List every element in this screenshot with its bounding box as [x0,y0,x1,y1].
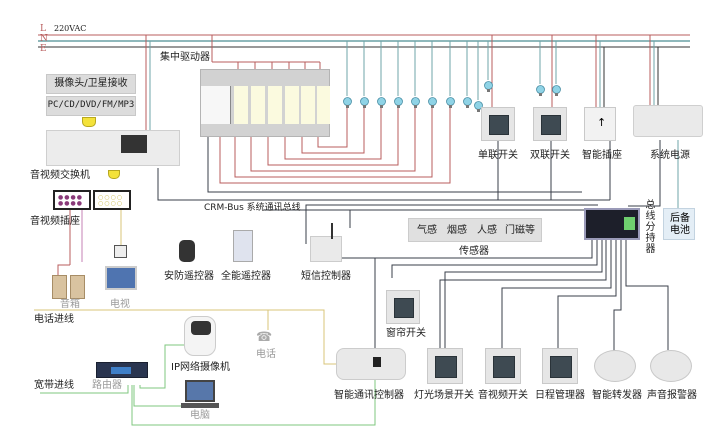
source-media: PC/CD/DVD/FM/MP3 [46,96,136,116]
sensor-door: 门磁等 [505,225,535,236]
central-driver-label: 集中驱动器 [160,52,210,63]
ip-camera-label: IP网络摄像机 [171,362,230,373]
av-socket-purple: ●●●●●●●● [53,190,91,210]
light-bulb-icon [552,82,561,96]
light-bulb-icon [446,94,455,108]
sensor-title: 传感器 [459,246,489,257]
line-label-live: L [40,24,46,34]
tv-socket [114,245,127,258]
backup-battery-label: 后备电池 [670,213,690,236]
sensor-motion: 人感 [477,225,497,236]
driver-channel [317,86,330,124]
light-bulb-icon [536,82,545,96]
universal-remote-device [233,230,253,262]
comm-controller-device [336,348,406,380]
sms-controller-label: 短信控制器 [301,271,351,282]
av-socket-label: 音视频插座 [30,216,80,227]
light-bulb-icon [474,98,483,112]
tv-label: 电视 [110,299,130,310]
line-label-neutral: N [40,34,48,44]
smart-repeater-device [594,350,636,382]
scene-switch-label: 灯光场景开关 [414,390,474,401]
arrow-down-icon [82,117,96,127]
speaker-left [52,275,67,299]
sensor-smoke: 烟感 [447,225,467,236]
speaker-label: 音箱 [60,299,80,310]
central-driver-device [200,69,330,137]
av-switcher-device [46,130,180,166]
security-remote-label: 安防遥控器 [164,271,214,282]
schedule-manager-label: 日程管理器 [535,390,585,401]
laptop-keyboard [181,403,219,408]
sms-controller-device [310,223,342,262]
phone-icon: ☎ [256,330,273,345]
sensor-gas: 气感 [417,225,437,236]
av-switch-device [485,348,521,384]
smart-socket-device: ↑ [584,107,616,141]
light-bulb-icon [360,94,369,108]
voltage-label: 220VAC [54,24,87,33]
driver-channel [268,86,282,124]
bus-label: CRM-Bus 系统通讯总线 [204,203,301,213]
computer-label: 电脑 [190,410,210,421]
system-power-device [633,105,703,137]
driver-channel [285,86,299,124]
schedule-manager-device [542,348,578,384]
single-switch-label: 单联开关 [478,150,518,161]
curtain-switch-label: 窗帘开关 [386,328,426,339]
sensor-bar: 气感 烟感 人感 门磁等 [408,218,542,242]
driver-channel [234,86,248,124]
av-switcher-panel [121,135,147,153]
computer-device [185,380,215,402]
system-power-label: 系统电源 [650,150,690,161]
port-icon [373,357,381,367]
light-bulb-icon [428,94,437,108]
line-label-earth: E [40,44,47,54]
router-device [96,362,148,378]
splitter-terminal [624,217,635,230]
smart-socket-label: 智能插座 [582,150,622,161]
light-bulb-icon [484,78,493,92]
av-socket-yellow: ○○○○○○○○ [93,190,131,210]
light-bulb-icon [377,94,386,108]
scene-switch-device [427,348,463,384]
antenna-icon [331,223,333,239]
sound-alarm-device [650,350,692,382]
tv-device [105,266,137,290]
source-camera-satellite: 摄像头/卫星接收 [46,74,136,94]
camera-lens [191,321,211,335]
light-bulb-icon [463,94,472,108]
smart-repeater-label: 智能转发器 [592,390,642,401]
curtain-switch-device [386,290,420,324]
driver-channel [301,86,315,124]
backup-battery: 后备电池 [663,208,695,240]
arrow-down-icon [108,170,120,179]
router-label: 路由器 [92,380,122,391]
light-bulb-icon [411,94,420,108]
light-bulb-icon [343,94,352,108]
phone-label: 电话 [256,349,276,360]
driver-channel [251,86,265,124]
phone-line-label: 电话进线 [34,314,74,325]
universal-remote-label: 全能遥控器 [221,271,271,282]
single-switch-device [481,107,515,141]
av-switcher-label: 音视频交换机 [30,170,90,181]
bus-splitter-label: 总线分持器 [645,200,656,255]
comm-controller-label: 智能通讯控制器 [334,390,404,401]
speaker-right [70,275,85,299]
light-bulb-icon [394,94,403,108]
driver-main-module [201,86,231,124]
double-switch-label: 双联开关 [530,150,570,161]
av-switch-label: 音视频开关 [478,390,528,401]
sound-alarm-label: 声音报警器 [647,390,697,401]
double-switch-device [533,107,567,141]
router-display [111,367,131,374]
security-remote-device [179,240,195,262]
broadband-line-label: 宽带进线 [34,380,74,391]
bus-splitter-device [584,208,640,240]
ip-camera-device [184,316,216,356]
